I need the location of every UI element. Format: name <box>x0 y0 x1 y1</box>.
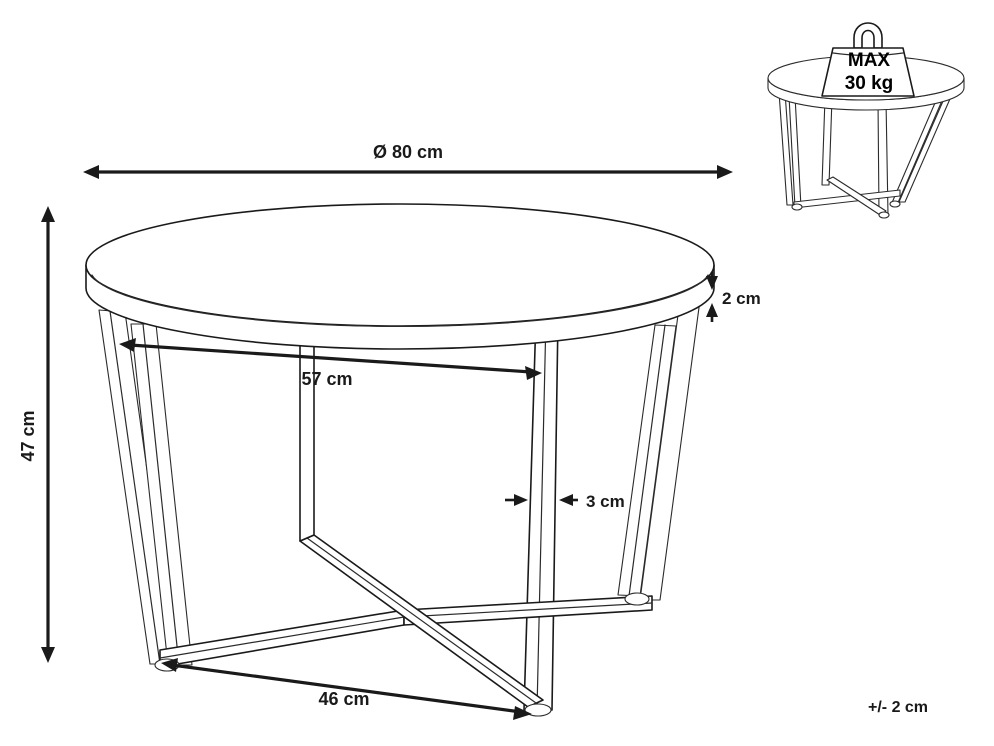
base-span-arrow-right <box>525 366 542 380</box>
leg-rear-left-inner-line <box>109 310 161 665</box>
foot-span-label: 46 cm <box>318 689 369 709</box>
height-label: 47 cm <box>18 410 38 461</box>
base-span-dim-line <box>129 343 532 374</box>
stretcher-bottom-horizontal-right-line <box>403 602 653 618</box>
foot-span-dim-line <box>171 663 522 714</box>
tabletop-surface <box>85 203 715 327</box>
thickness-label: 2 cm <box>722 289 761 308</box>
leg-width-label: 3 cm <box>586 492 625 511</box>
tabletop <box>85 203 715 350</box>
main-table-illustration <box>85 203 715 717</box>
tabletop-underside-line <box>91 274 709 328</box>
height-arrow-top <box>41 206 55 222</box>
mini-table-base <box>778 91 954 219</box>
leg-center-front-inner-line <box>536 316 547 711</box>
stretcher-bottom-horizontal-line <box>159 616 405 659</box>
dimension-diameter: Ø 80 cm <box>83 142 733 179</box>
leg-width-arrow-left <box>559 494 573 506</box>
leg-front-left-inner-line <box>142 323 180 666</box>
thickness-arrow-up <box>706 303 718 317</box>
max-load-line1: MAX <box>848 50 891 71</box>
load-capacity-illustration: MAX 30 kg <box>767 22 965 219</box>
base-span-arrow-left <box>119 338 136 352</box>
dimension-leg-width: 3 cm <box>505 492 625 511</box>
dimension-top-thickness: 2 cm <box>706 272 761 322</box>
stretcher-diagonal-cross-line <box>306 537 537 704</box>
weight-handle-icon <box>853 22 883 49</box>
foot-center-front <box>524 703 552 717</box>
leg-width-arrow-right <box>514 494 528 506</box>
stretcher-bottom-horizontal <box>159 609 405 668</box>
mini-stretcher-diagonal <box>826 176 887 216</box>
diameter-arrow-left <box>83 165 99 179</box>
mini-foot-left <box>791 203 803 211</box>
foot-span-arrow-right <box>513 706 532 720</box>
base-span-label: 57 cm <box>301 369 352 389</box>
riser-left-to-diagonal <box>299 317 315 542</box>
mini-foot-front <box>878 211 890 219</box>
diameter-arrow-right <box>717 165 733 179</box>
foot-span-arrow-left <box>161 658 178 672</box>
dimension-height: 47 cm <box>18 206 55 663</box>
mini-leg-right-2 <box>890 95 945 206</box>
tolerance-note: +/- 2 cm <box>868 699 928 716</box>
thickness-arrow-down <box>706 276 718 290</box>
dimension-base-span: 57 cm <box>119 338 542 389</box>
max-load-badge: MAX 30 kg <box>821 22 915 97</box>
weight-block-icon <box>821 47 915 97</box>
mini-foot-right <box>889 200 901 208</box>
foot-right <box>624 592 650 606</box>
mini-leg-rear <box>821 97 833 186</box>
max-load-line2: 30 kg <box>845 73 894 94</box>
diameter-label: Ø 80 cm <box>373 142 443 162</box>
weight-block-rim-line <box>832 52 904 57</box>
leg-rear-right-inner-line <box>628 324 666 597</box>
dimension-foot-span: 46 cm <box>161 658 532 720</box>
height-arrow-bottom <box>41 647 55 663</box>
